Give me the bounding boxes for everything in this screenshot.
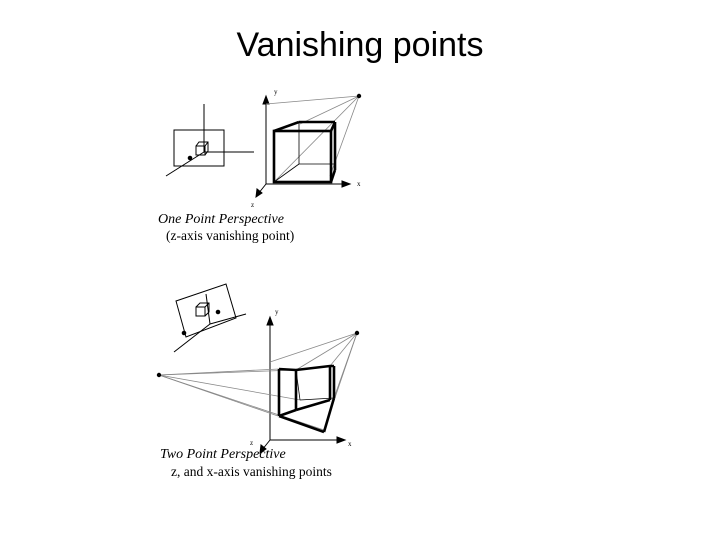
one-point-axis-z-label: z — [251, 201, 254, 209]
one-point-vanishing-point — [356, 93, 362, 99]
two-point-cube — [277, 364, 336, 434]
two-point-subcaption: z, and x-axis vanishing points — [171, 464, 332, 479]
two-point-axis-z-label: z — [250, 439, 253, 447]
one-point-axes — [255, 94, 352, 199]
one-point-cube-hidden-edges — [273, 122, 335, 183]
two-point-figure: y x z — [156, 283, 360, 479]
one-point-caption: One Point Perspective — [158, 212, 284, 227]
slide-title: Vanishing points — [236, 26, 484, 64]
two-point-cube-hidden-edges — [295, 369, 335, 401]
two-point-projector-lines — [158, 332, 358, 431]
one-point-projector-lines — [265, 95, 360, 183]
one-point-inset — [165, 104, 254, 177]
one-point-cube — [272, 120, 337, 184]
one-point-subcaption: (z-axis vanishing point) — [166, 228, 294, 243]
one-point-axis-y-label: y — [274, 88, 278, 96]
one-point-axis-x-label: x — [357, 180, 361, 188]
one-point-figure: y x z — [158, 88, 362, 243]
two-point-axis-x-label: x — [348, 440, 352, 448]
two-point-right-vanishing-point — [354, 330, 360, 336]
two-point-inset — [173, 283, 247, 353]
two-point-left-vanishing-point — [156, 372, 162, 378]
two-point-axis-y-label: y — [275, 308, 279, 316]
two-point-axes — [259, 315, 347, 455]
two-point-caption: Two Point Perspective — [160, 447, 286, 462]
